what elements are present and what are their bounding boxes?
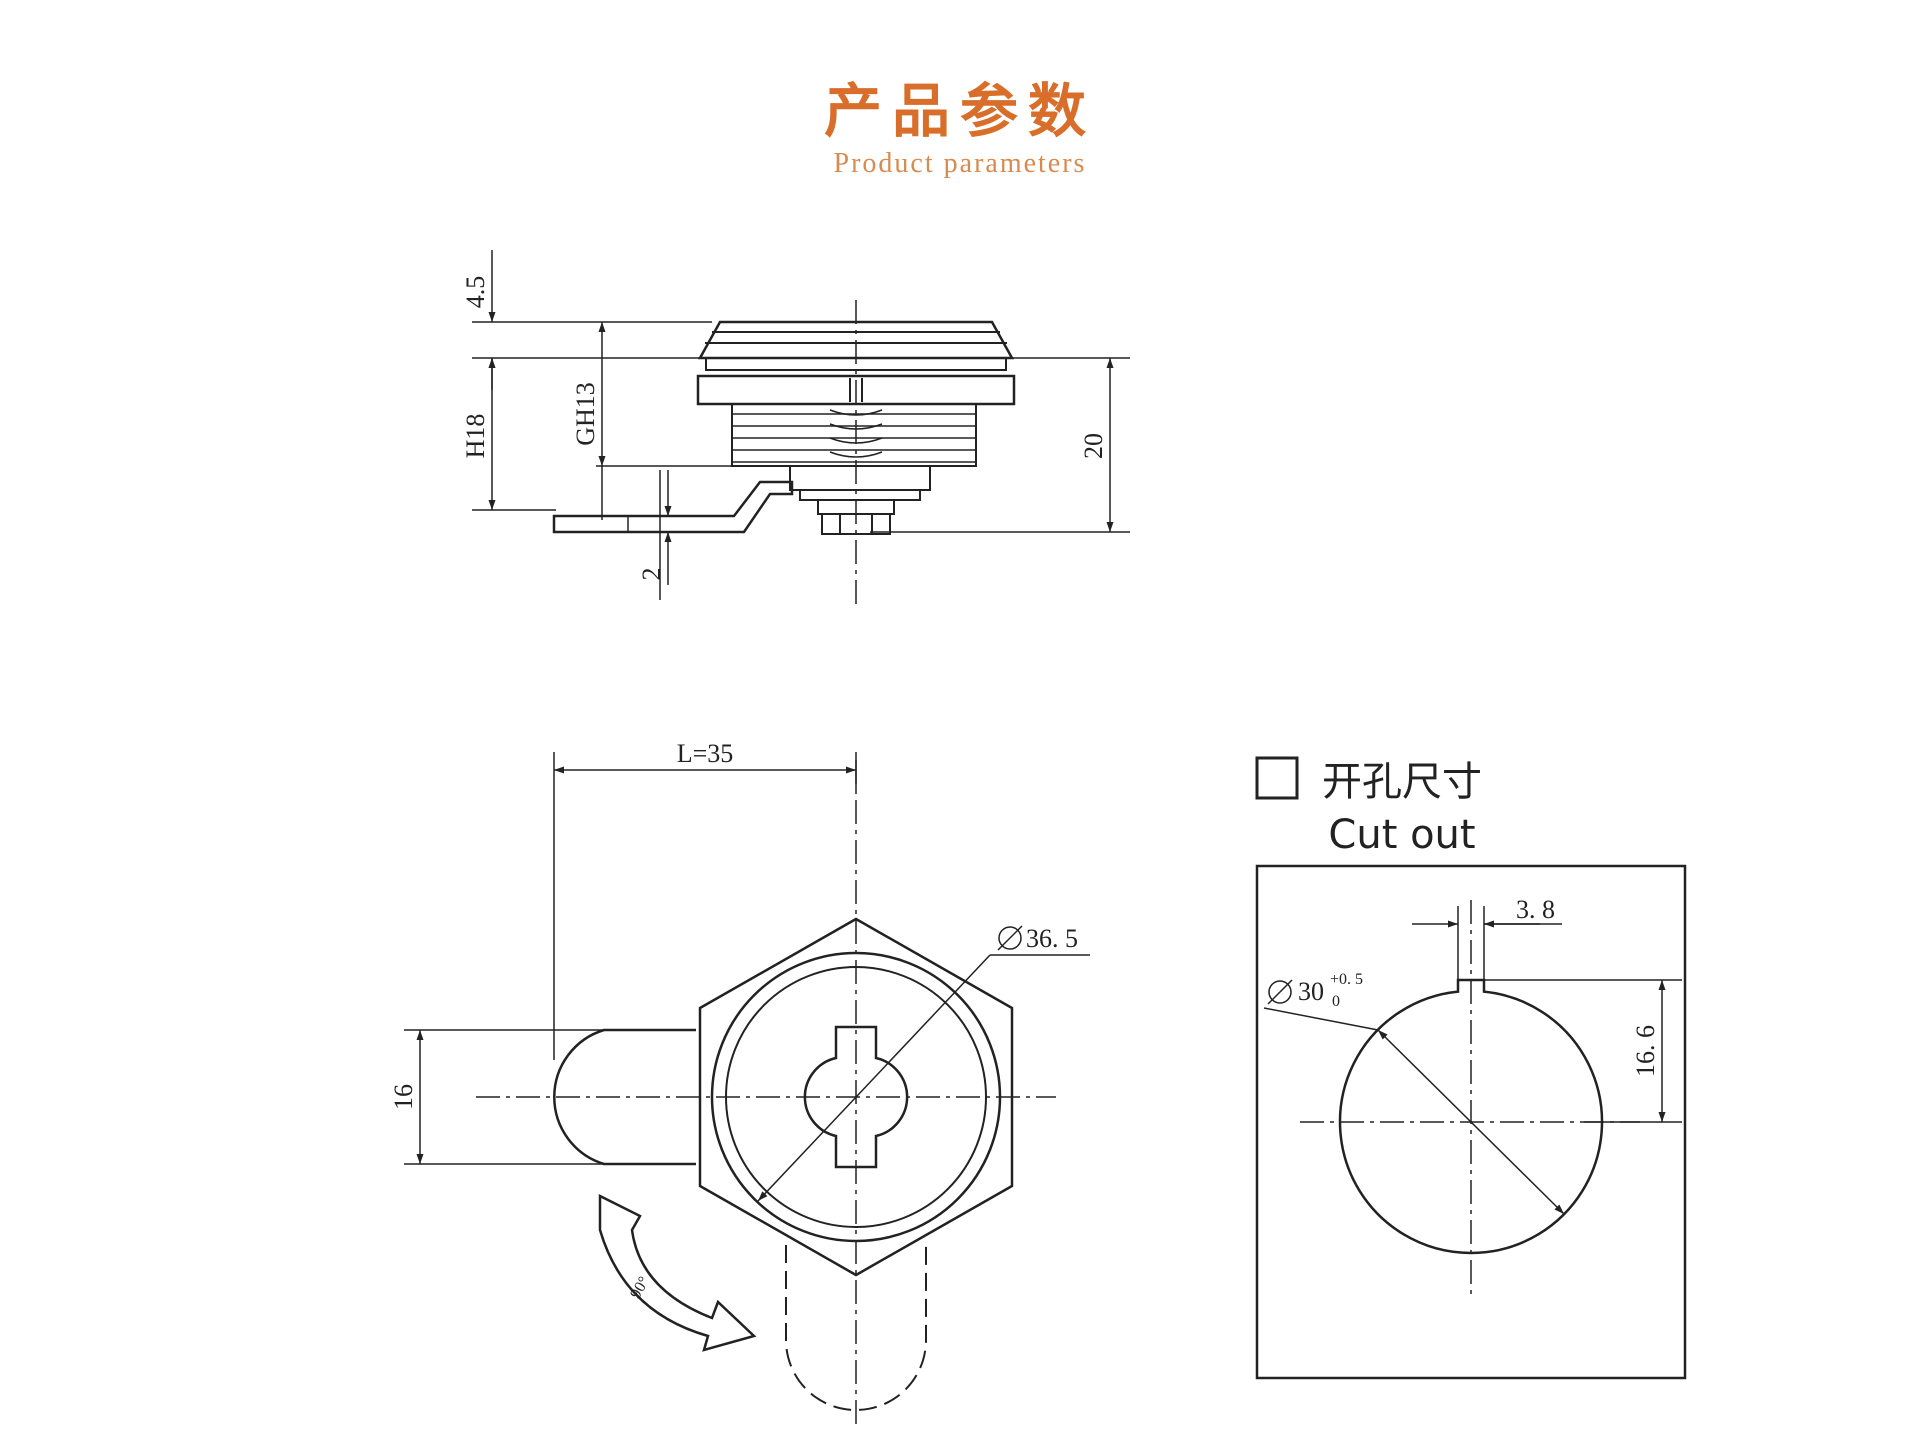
dim-length-l35: L=35: [677, 739, 734, 768]
dim-cutout-diameter: 30: [1298, 977, 1324, 1006]
dim-cutout-height: 16. 6: [1631, 1025, 1660, 1077]
dim-cutout-tolerance-plus: +0. 5: [1330, 971, 1363, 988]
cutout-view: [1255, 864, 1687, 1380]
dim-total-height-h18: H18: [461, 414, 490, 459]
front-view: [476, 760, 1056, 1430]
dim-cam-width-16: 16: [389, 1084, 418, 1110]
front-view-dimensions: [404, 752, 1090, 1202]
dim-top-thickness: 4.5: [461, 276, 490, 309]
cutout-dimensions: [1263, 906, 1682, 1215]
cutout-checkbox-icon: [1255, 756, 1299, 800]
dim-hex-diameter: 36. 5: [1026, 924, 1078, 953]
dim-cam-thickness: 2: [637, 568, 666, 581]
dim-overall-20: 20: [1079, 433, 1108, 459]
dim-cutout-tolerance-zero: 0: [1332, 993, 1340, 1010]
dim-thread-gh13: GH13: [571, 382, 600, 446]
cutout-title-en: Cut out: [1328, 812, 1475, 858]
page-title: 产品参数: [823, 77, 1096, 145]
side-view-dimensions: [472, 250, 1130, 600]
cutout-legend: [1255, 756, 1299, 800]
cutout-title-cn: 开孔尺寸: [1322, 759, 1482, 805]
page-subtitle: Product parameters: [833, 148, 1087, 179]
side-view: [552, 300, 1016, 605]
dim-slot-width: 3. 8: [1516, 895, 1555, 924]
